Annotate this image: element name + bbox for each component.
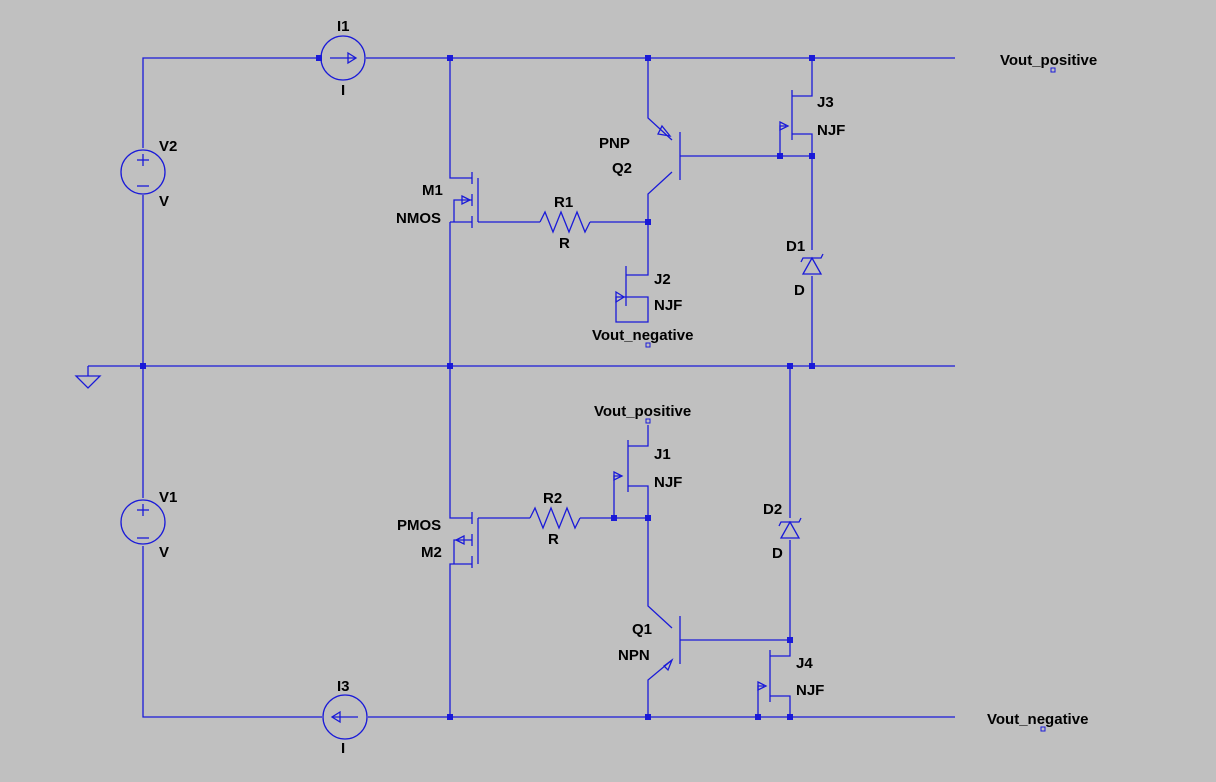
voltage-source-v2[interactable] xyxy=(120,149,166,195)
label-r1-name: R1 xyxy=(554,194,573,211)
wire-top-rail-left xyxy=(142,57,320,148)
wire-j1-source xyxy=(628,485,673,629)
junction-dot xyxy=(645,55,651,61)
label-j2-name: J2 xyxy=(654,271,671,288)
label-v1-value: V xyxy=(159,544,169,561)
label-m2-name: M2 xyxy=(421,544,442,561)
label-j1-model: NJF xyxy=(654,474,682,491)
label-j2-model: NJF xyxy=(654,297,682,314)
wire-j2-source-loop xyxy=(615,296,649,323)
nmos-m1[interactable] xyxy=(453,172,479,228)
wire-j4-gate xyxy=(757,685,764,717)
label-q2-model: PNP xyxy=(599,135,630,152)
label-j3-model: NJF xyxy=(817,122,845,139)
label-d2-name: D2 xyxy=(763,501,782,518)
current-source-i3[interactable] xyxy=(322,694,368,740)
wire-j1-gate xyxy=(613,475,622,518)
njf-j3[interactable] xyxy=(779,90,793,140)
label-d2-value: D xyxy=(772,545,783,562)
junction-dot xyxy=(809,363,815,369)
label-v1-name: V1 xyxy=(159,489,177,506)
wire-j3-gate xyxy=(779,125,786,156)
junction-dot xyxy=(787,714,793,720)
label-i3-name: I3 xyxy=(337,678,350,695)
wire-j3-source xyxy=(792,133,813,250)
wire-bottom-rail-left xyxy=(142,546,322,718)
ground-icon xyxy=(74,366,102,389)
njf-j2[interactable] xyxy=(615,266,627,306)
label-d1-name: D1 xyxy=(786,238,805,255)
label-q2-name: Q2 xyxy=(612,160,632,177)
junction-dot xyxy=(447,55,453,61)
pmos-m2[interactable] xyxy=(453,512,479,568)
diode-d1[interactable] xyxy=(800,253,824,275)
resistor-r1[interactable] xyxy=(539,210,591,234)
label-m1-model: NMOS xyxy=(396,210,441,227)
labels: Vout_positive Vout_negative Vout_negativ… xyxy=(159,18,1097,757)
junction-dot xyxy=(777,153,783,159)
junctions xyxy=(140,55,815,720)
wire-m1-drain xyxy=(449,58,472,179)
resistor-r2[interactable] xyxy=(529,506,581,530)
junction-dot xyxy=(611,515,617,521)
junction-dot xyxy=(316,55,322,61)
label-m1-name: M1 xyxy=(422,182,443,199)
label-m2-model: PMOS xyxy=(397,517,441,534)
current-source-i1[interactable] xyxy=(320,35,366,81)
wires xyxy=(88,57,955,718)
junction-dot xyxy=(140,363,146,369)
junction-dot xyxy=(787,363,793,369)
label-j3-name: J3 xyxy=(817,94,834,111)
wire-q2-collector xyxy=(626,171,673,276)
label-r1-value: R xyxy=(559,235,570,252)
npn-q1[interactable] xyxy=(663,616,681,672)
net-port xyxy=(645,342,651,348)
net-port xyxy=(645,418,651,424)
wire-j4-source xyxy=(770,695,791,717)
pnp-q2[interactable] xyxy=(657,124,681,180)
label-i1-value: I xyxy=(341,82,345,99)
junction-dot xyxy=(755,714,761,720)
net-port xyxy=(1040,726,1046,732)
wire-m2-source xyxy=(449,563,472,717)
label-i1-name: I1 xyxy=(337,18,350,35)
net-label-vout-negative: Vout_negative xyxy=(987,711,1088,728)
label-d1-value: D xyxy=(794,282,805,299)
wire-j1-drain xyxy=(628,425,649,447)
voltage-source-v1[interactable] xyxy=(120,499,166,545)
wire-m2-drain xyxy=(449,366,472,519)
label-v2-name: V2 xyxy=(159,138,177,155)
junction-dot xyxy=(809,153,815,159)
wire-j4-drain xyxy=(770,640,791,657)
label-v2-value: V xyxy=(159,193,169,210)
junction-dot xyxy=(809,55,815,61)
label-j4-name: J4 xyxy=(796,655,813,672)
label-q1-model: NPN xyxy=(618,647,650,664)
label-q1-name: Q1 xyxy=(632,621,652,638)
njf-j4[interactable] xyxy=(757,650,771,702)
net-label-vout-positive: Vout_positive xyxy=(1000,52,1097,69)
label-j1-name: J1 xyxy=(654,446,671,463)
wire-q2-emitter xyxy=(647,58,673,141)
junction-dot xyxy=(645,219,651,225)
junction-dot xyxy=(447,363,453,369)
label-r2-name: R2 xyxy=(543,490,562,507)
junction-dot xyxy=(645,515,651,521)
net-label-vout-negative-mid: Vout_negative xyxy=(592,327,693,344)
wire-j3-drain xyxy=(792,58,813,97)
label-i3-value: I xyxy=(341,740,345,757)
njf-j1[interactable] xyxy=(613,440,629,492)
label-j4-model: NJF xyxy=(796,682,824,699)
net-port xyxy=(1050,67,1056,73)
net-label-vout-positive-mid: Vout_positive xyxy=(594,403,691,420)
label-r2-value: R xyxy=(548,531,559,548)
junction-dot xyxy=(447,714,453,720)
junction-dot xyxy=(645,714,651,720)
junction-dot xyxy=(787,637,793,643)
diode-d2[interactable] xyxy=(778,517,802,539)
